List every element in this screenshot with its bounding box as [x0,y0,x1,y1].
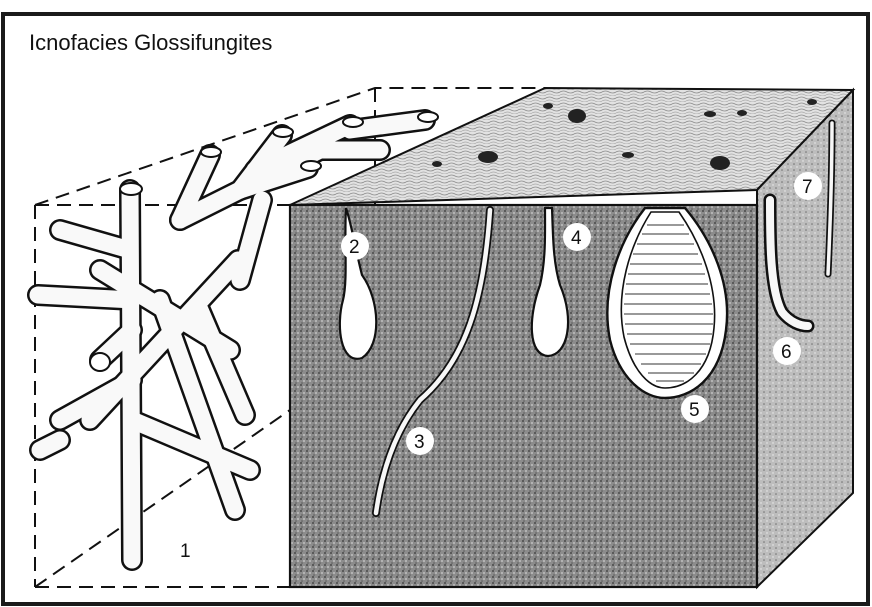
svg-text:2: 2 [349,237,360,258]
svg-text:1: 1 [180,541,191,562]
figure-title: Icnofacies Glossifungites [29,30,272,55]
svg-text:7: 7 [802,177,813,198]
label-5: 5 [681,395,709,423]
burrow-7 [828,123,832,274]
svg-text:6: 6 [781,342,792,363]
svg-text:5: 5 [689,400,700,421]
label-7: 7 [794,172,822,200]
svg-text:4: 4 [571,228,582,249]
label-3: 3 [406,427,434,455]
label-2: 2 [341,232,369,260]
label-4: 4 [563,223,591,251]
label-6: 6 [773,337,801,365]
svg-text:3: 3 [414,432,425,453]
label-1: 1 [180,541,191,562]
